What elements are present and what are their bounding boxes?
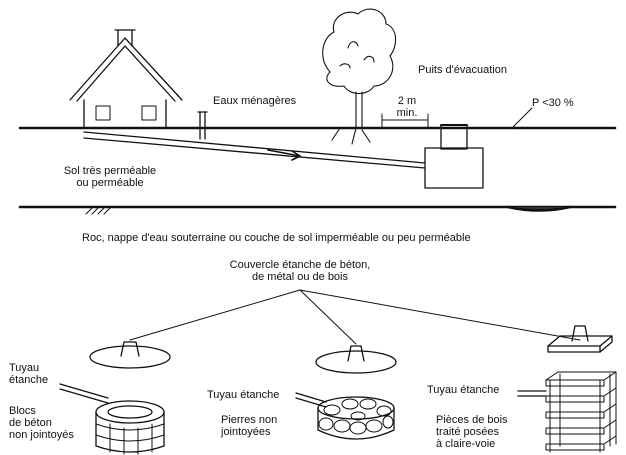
pipe-middle-label: Tuyau étanche [207, 389, 280, 401]
slope-leader [511, 107, 533, 129]
pipe-left-label: Tuyau étanche [9, 362, 49, 386]
house-icon [69, 29, 183, 129]
rock-label: Roc, nappe d'eau souterraine ou couche d… [82, 232, 471, 244]
tree-icon [322, 8, 397, 145]
wood-crib-well-icon [517, 325, 617, 453]
soil-label: Sol très perméable ou perméable [63, 165, 157, 189]
distance-label: 2 m min. [396, 95, 418, 119]
stones-label: Pierres non jointoyées [221, 414, 278, 438]
cover-leaders [129, 289, 581, 345]
blocks-label: Blocs de béton non jointoyés [9, 405, 74, 441]
grey-water-label: Eaux ménagères [213, 95, 297, 107]
well-label: Puits d'évacuation [418, 64, 507, 76]
pipe-right-label: Tuyau étanche [427, 384, 500, 396]
evacuation-well-icon [424, 124, 484, 189]
rock-hatch [85, 207, 111, 215]
concrete-block-well-icon [59, 341, 171, 455]
distance-dimension [381, 113, 429, 128]
slope-label: P <30 % [532, 97, 574, 109]
wood-label: Pièces de bois traité posées à claire-vo… [436, 414, 508, 450]
grey-water-pipe [83, 111, 426, 169]
stone-well-icon [295, 345, 397, 440]
cover-label: Couvercle étanche de béton, de métal ou … [229, 259, 371, 283]
flow-arrow-icon [267, 149, 301, 161]
